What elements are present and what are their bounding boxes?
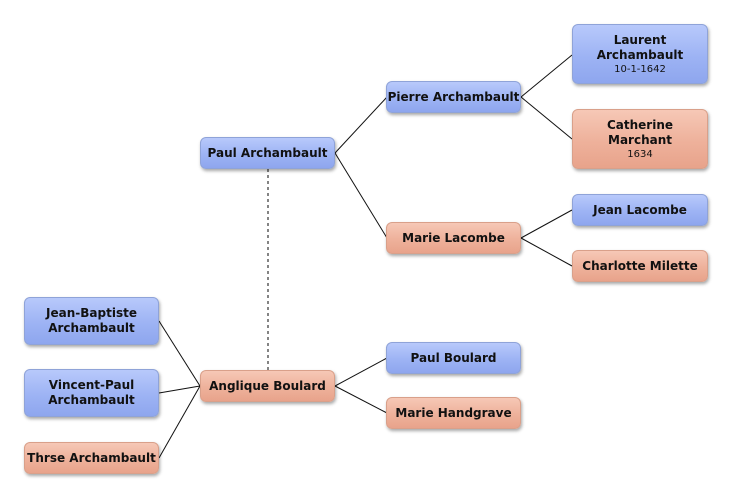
- person-name: Paul Archambault: [207, 145, 328, 160]
- connector-marie-lacombe-to-charlotte: [520, 237, 573, 267]
- connector-thrse-to-anglique: [158, 385, 201, 459]
- person-name: Marie Lacombe: [402, 230, 505, 245]
- person-name: Charlotte Milette: [582, 258, 698, 273]
- connector-paul-to-pierre: [334, 96, 388, 154]
- connector-anglique-to-paul-boulard: [334, 357, 388, 387]
- person-name: Catherine Marchant: [606, 117, 674, 147]
- connector-jean-baptiste-to-anglique: [158, 320, 201, 387]
- person-thrse-archambault[interactable]: Thrse Archambault: [24, 442, 159, 474]
- person-marie-lacombe[interactable]: Marie Lacombe: [386, 222, 521, 254]
- person-catherine-marchant[interactable]: Catherine Marchant 1634: [572, 109, 708, 169]
- person-name: Laurent Archambault: [596, 32, 684, 62]
- connector-anglique-to-marie-handgrave: [334, 385, 388, 414]
- person-name: Anglique Boulard: [209, 378, 326, 393]
- person-name: Marie Handgrave: [395, 405, 512, 420]
- person-paul-boulard[interactable]: Paul Boulard: [386, 342, 521, 374]
- person-jean-lacombe[interactable]: Jean Lacombe: [572, 194, 708, 226]
- person-name: Pierre Archambault: [387, 89, 520, 104]
- person-pierre-archambault[interactable]: Pierre Archambault: [386, 81, 521, 113]
- person-laurent-archambault[interactable]: Laurent Archambault 10-1-1642: [572, 24, 708, 84]
- person-charlotte-milette[interactable]: Charlotte Milette: [572, 250, 708, 282]
- connector-marie-lacombe-to-jean: [520, 209, 573, 239]
- connector-pierre-to-laurent: [520, 54, 573, 98]
- connector-paul-to-marie-lacombe: [334, 152, 388, 239]
- connector-vincent-paul-to-anglique: [158, 385, 201, 394]
- person-name: Jean-Baptiste Archambault: [46, 306, 137, 335]
- person-birth-date: 1634: [627, 148, 653, 160]
- connector-pierre-to-catherine: [520, 96, 573, 140]
- person-name: Paul Boulard: [410, 350, 497, 365]
- person-birth-date: 10-1-1642: [614, 63, 666, 75]
- person-vincent-paul-archambault[interactable]: Vincent-Paul Archambault: [24, 369, 159, 417]
- person-name: Vincent-Paul Archambault: [48, 378, 135, 407]
- person-anglique-boulard[interactable]: Anglique Boulard: [200, 370, 335, 402]
- person-marie-handgrave[interactable]: Marie Handgrave: [386, 397, 521, 429]
- person-paul-archambault[interactable]: Paul Archambault: [200, 137, 335, 169]
- person-jean-baptiste-archambault[interactable]: Jean-Baptiste Archambault: [24, 297, 159, 345]
- person-name: Thrse Archambault: [27, 450, 156, 465]
- person-name: Jean Lacombe: [593, 202, 687, 217]
